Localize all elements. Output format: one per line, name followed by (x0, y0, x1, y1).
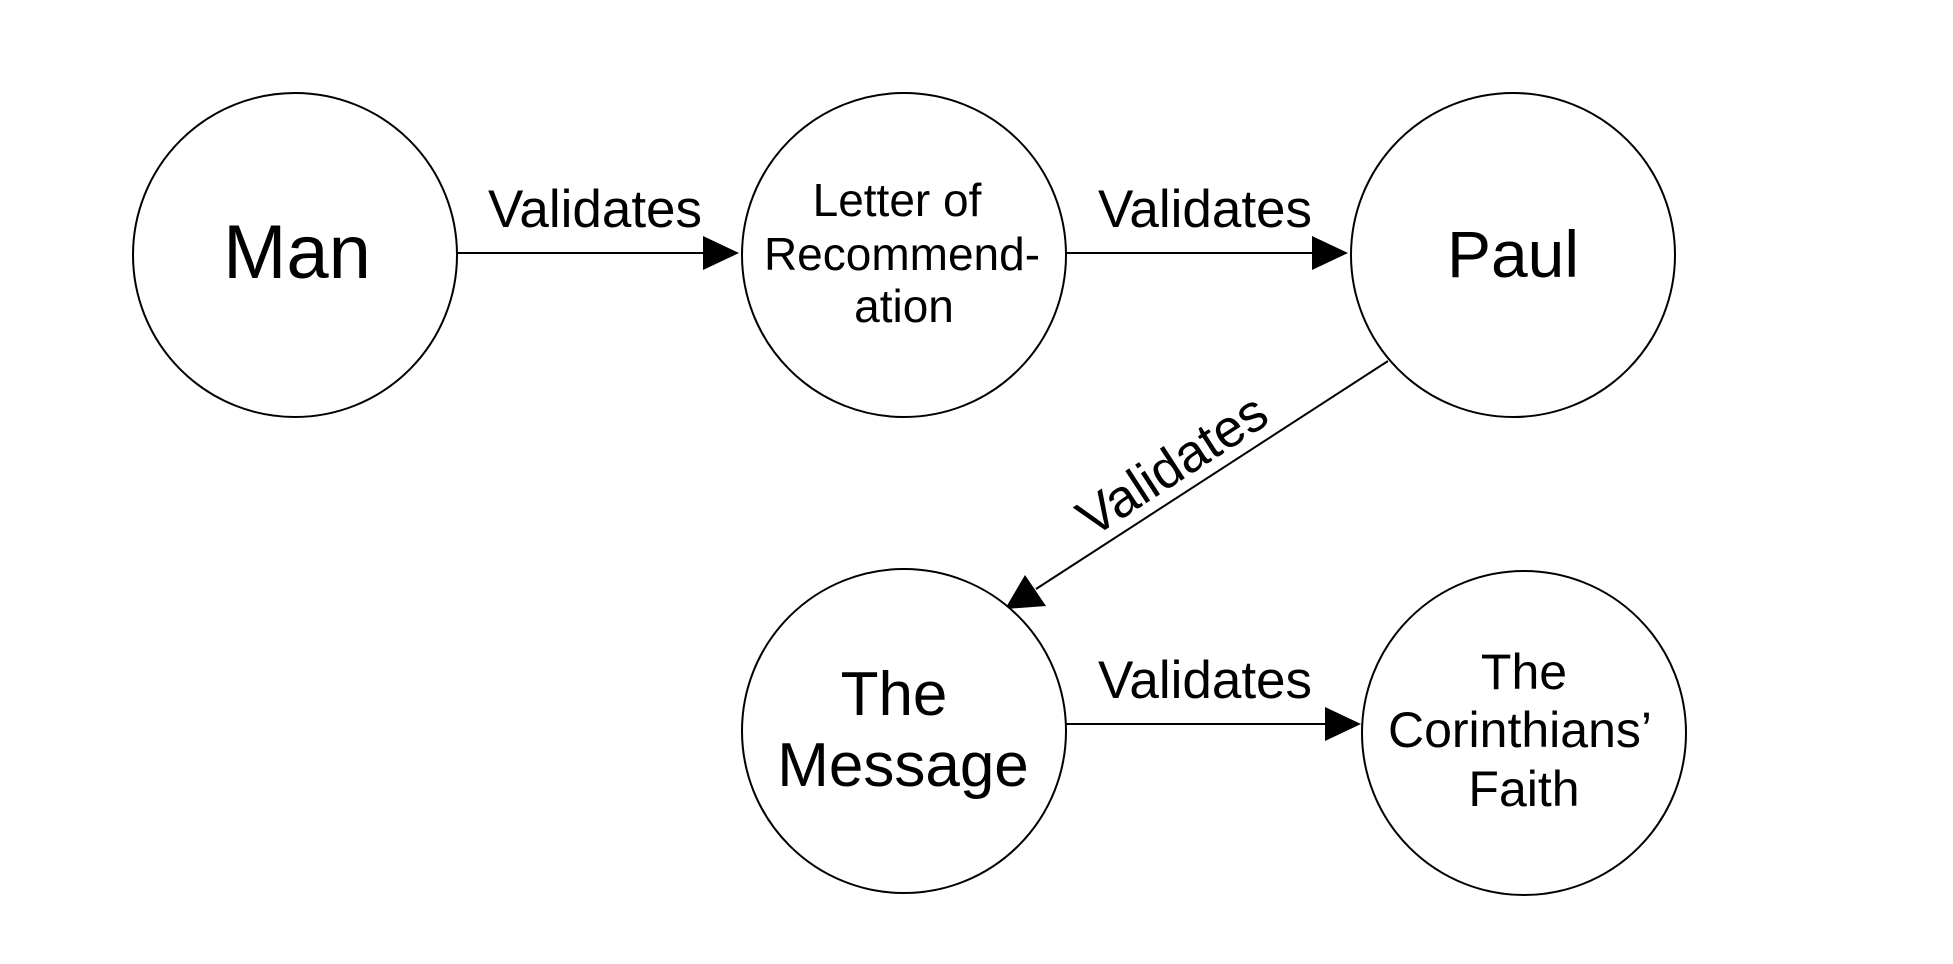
node-the-message: The Message (741, 568, 1067, 894)
node-letter-of-recommendation: Letter of Recommend- ation (741, 92, 1067, 418)
edge-man-to-letter-arrowhead (703, 236, 739, 270)
node-man: Man (132, 92, 458, 418)
node-faith-circle (1361, 570, 1687, 896)
node-message-label-line-1: The (841, 660, 948, 729)
edge-message-to-faith-label: Validates (1098, 651, 1312, 710)
node-paul: Paul (1350, 92, 1676, 418)
node-paul-label: Paul (1447, 217, 1579, 291)
edge-letter-to-paul: Validates (1066, 180, 1348, 270)
node-letter-circle (741, 92, 1067, 418)
node-faith-label-line-1: The (1481, 644, 1567, 700)
node-letter-label-line-2: Recommend- (764, 228, 1040, 280)
node-man-circle (132, 92, 458, 418)
edge-man-to-letter: Validates (457, 180, 739, 270)
node-faith-label-line-2: Corinthians’ (1388, 702, 1652, 758)
node-letter-label-line-3: ation (854, 280, 954, 332)
edge-paul-to-message-label: Validates (1067, 382, 1279, 548)
edge-paul-to-message-line (1035, 360, 1389, 590)
node-message-label-line-2: Message (777, 731, 1029, 800)
edge-letter-to-paul-arrowhead (1312, 236, 1348, 270)
edge-message-to-faith-arrowhead (1325, 707, 1361, 741)
edge-man-to-letter-label: Validates (488, 180, 702, 239)
edge-paul-to-message: Validates (1005, 360, 1389, 609)
node-faith-label-line-3: Faith (1468, 761, 1579, 817)
node-message-circle (741, 568, 1067, 894)
edge-paul-to-message-arrowhead (1005, 575, 1046, 609)
node-letter-label-line-1: Letter of (813, 174, 982, 226)
node-the-corinthians-faith: The Corinthians’ Faith (1361, 570, 1687, 896)
edge-message-to-faith: Validates (1066, 651, 1361, 741)
edge-letter-to-paul-label: Validates (1098, 180, 1312, 239)
node-paul-circle (1350, 92, 1676, 418)
node-man-label: Man (223, 210, 371, 295)
